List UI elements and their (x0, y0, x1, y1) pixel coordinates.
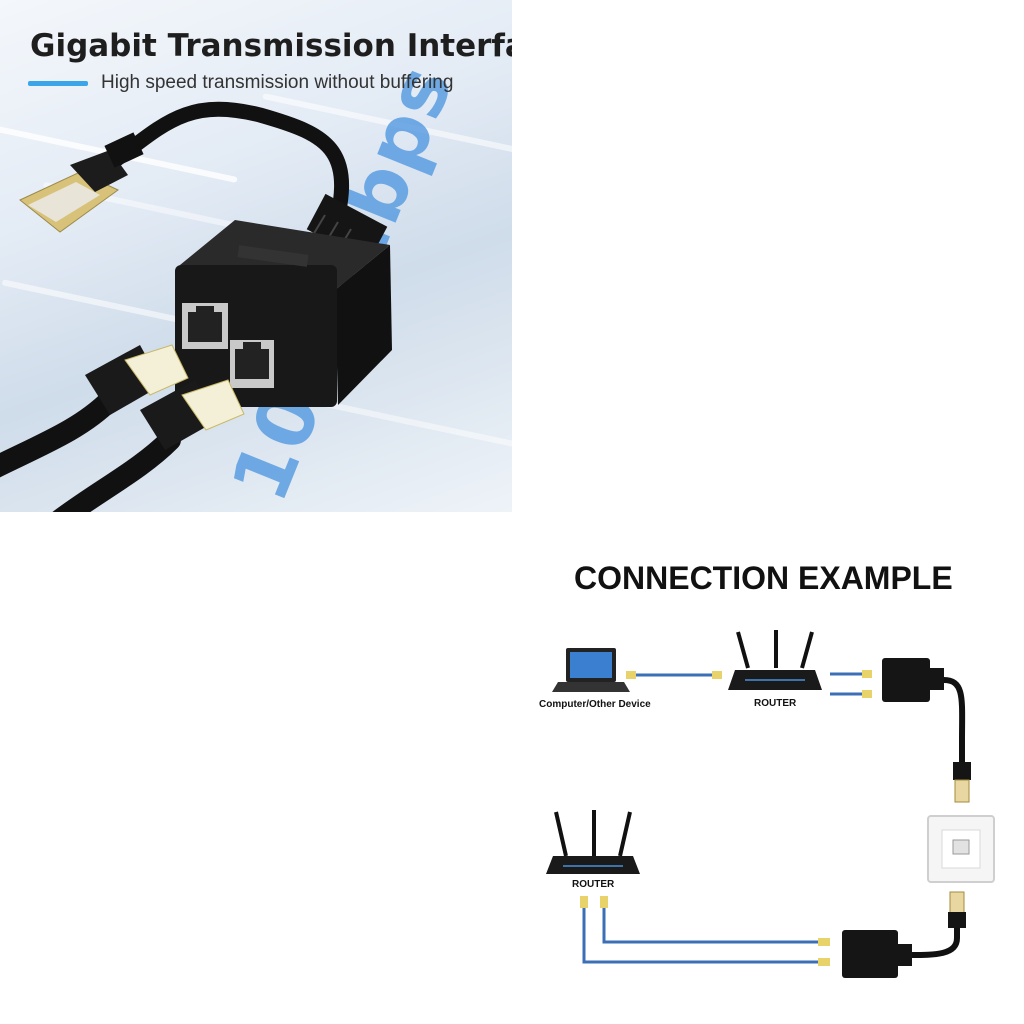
laptop-icon (552, 648, 630, 692)
ethernet-cable (582, 908, 818, 964)
router-label: ROUTER (572, 879, 615, 890)
router-label: ROUTER (754, 698, 797, 709)
headline: Gigabit Transmission Interface (30, 28, 512, 64)
splitter-icon (842, 891, 966, 978)
cable (87, 101, 350, 253)
plug-icon (626, 671, 636, 679)
plug-icon (600, 896, 608, 908)
connection-title: CONNECTION EXAMPLE (574, 560, 953, 596)
rj45-plug-icon (85, 344, 189, 415)
product-photo-panel: 1000Mbps Gigabit Transmission Interface … (0, 0, 512, 512)
accent-bar (28, 81, 88, 86)
male-rj45-plug-icon (19, 132, 144, 233)
rj45-port-icon (230, 340, 274, 388)
ethernet-cable (602, 908, 818, 944)
plug-icon (862, 690, 872, 698)
router-icon (728, 630, 822, 690)
plug-icon (580, 896, 588, 908)
rj45-plug-icon (140, 379, 245, 450)
plug-icon (818, 958, 830, 966)
splitter-icon (882, 658, 971, 803)
computer-label: Computer/Other Device (539, 699, 651, 710)
plug-icon (818, 938, 830, 946)
splitter-housing (175, 220, 392, 407)
router-icon (546, 810, 640, 874)
plug-icon (712, 671, 722, 679)
cable (52, 429, 181, 512)
subheadline: High speed transmission without bufferin… (101, 72, 454, 93)
wall-socket-icon (927, 815, 995, 883)
rj45-port-icon (182, 303, 228, 349)
splitter-illustration (0, 101, 392, 512)
plug-icon (862, 670, 872, 678)
cable (0, 389, 121, 478)
